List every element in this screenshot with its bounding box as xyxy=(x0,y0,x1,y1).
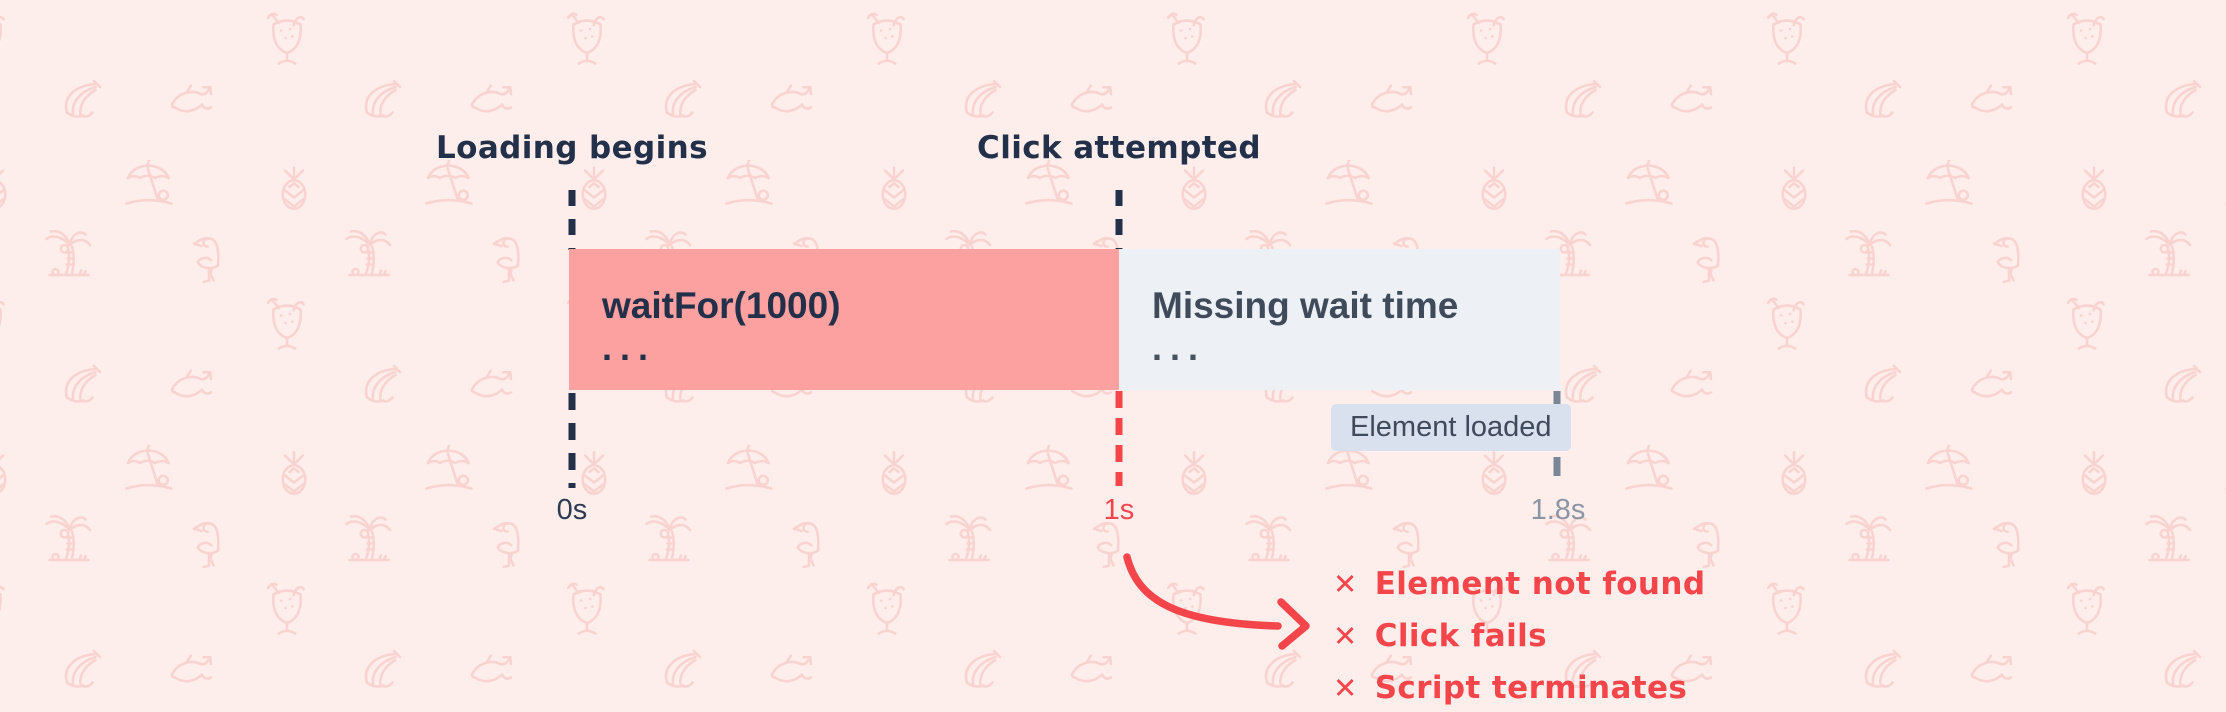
failure-item-script-terminates: ✕ Script terminates xyxy=(1333,670,1705,712)
element-loaded-badge: Element loaded xyxy=(1331,404,1571,451)
wait-for-bar-ellipsis: ... xyxy=(602,326,657,368)
failure-item-click-fails: ✕ Click fails xyxy=(1333,618,1705,670)
tick-1s: 1s xyxy=(1103,494,1135,526)
failure-item-element-not-found: ✕ Element not found xyxy=(1333,566,1705,618)
x-mark-icon: ✕ xyxy=(1333,567,1358,601)
wait-for-bar: waitFor(1000) ... xyxy=(569,249,1119,390)
failure-text: Click fails xyxy=(1374,618,1547,654)
loading-begins-label: Loading begins xyxy=(436,130,708,166)
missing-wait-bar-label: Missing wait time xyxy=(1152,284,1459,326)
missing-wait-bar-ellipsis: ... xyxy=(1152,326,1207,368)
failure-text: Element not found xyxy=(1374,566,1706,602)
failure-text: Script terminates xyxy=(1374,670,1688,706)
missing-wait-bar: Missing wait time ... xyxy=(1119,249,1560,390)
tick-1-8s: 1.8s xyxy=(1530,494,1586,526)
tick-0s: 0s xyxy=(556,494,588,526)
failure-list: ✕ Element not found ✕ Click fails ✕ Scri… xyxy=(1333,566,1705,712)
click-attempted-label: Click attempted xyxy=(977,130,1261,166)
x-mark-icon: ✕ xyxy=(1333,671,1358,705)
x-mark-icon: ✕ xyxy=(1333,619,1358,653)
wait-for-bar-label: waitFor(1000) xyxy=(602,284,841,326)
